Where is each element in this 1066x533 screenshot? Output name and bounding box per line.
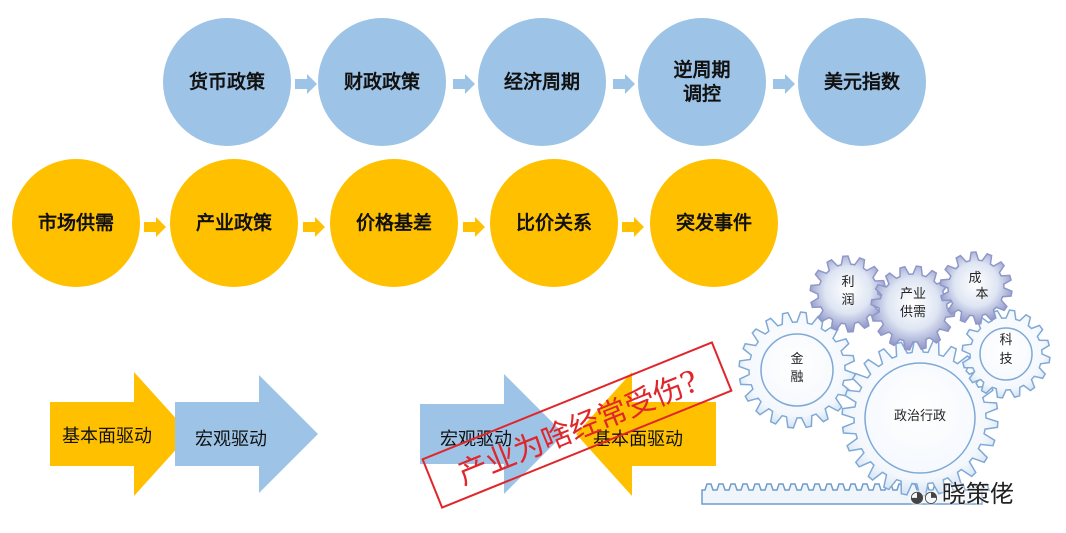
node-sudden-events: 突发事件 (650, 159, 778, 287)
node-economic-cycle: 经济周期 (478, 18, 606, 146)
gear-shape (738, 311, 856, 429)
gear-label-finance-1: 金 (790, 351, 803, 367)
gear-profit (809, 255, 887, 333)
macro-driver-label: 宏观驱动 (195, 429, 267, 450)
gear-technology (961, 309, 1051, 399)
gears-diagram: 利 润 产业 供需 成 本 科 技 金 融 政治行政 (701, 251, 1051, 505)
left-arrows (50, 372, 318, 496)
watermark: ◕◔晓策佬 (910, 480, 1014, 508)
gear-label-tech-2: 技 (999, 352, 1012, 367)
node-monetary-policy: 货币政策 (163, 18, 291, 146)
gear-label-profit-1: 利 (841, 275, 854, 290)
arrow-right-icon (613, 74, 635, 94)
arrow-right-icon (463, 217, 485, 237)
node-market-supply-demand: 市场供需 (12, 159, 140, 287)
gear-hub (760, 333, 834, 407)
gear-label-politics: 政治行政 (894, 409, 946, 424)
fundamental-arrow-shape (50, 372, 190, 496)
node-dollar-index: 美元指数 (798, 18, 926, 146)
node-fiscal-policy: 财政政策 (318, 18, 446, 146)
fundamental-arrow-shape-right (576, 372, 716, 496)
fundamental-driver-label: 基本面驱动 (62, 426, 152, 447)
gear-hub (864, 362, 976, 474)
macro-driver-label-right: 宏观驱动 (440, 429, 512, 450)
arrow-right-icon (453, 74, 475, 94)
gear-shape (939, 251, 1013, 325)
fundamental-driver-label-right: 基本面驱动 (593, 429, 683, 450)
gear-shape (870, 265, 956, 351)
arrow-right-icon (303, 217, 325, 237)
right-arrows (420, 372, 716, 496)
gear-label-profit-2: 润 (841, 293, 854, 308)
macro-arrow-shape (175, 375, 318, 493)
gear-cost (939, 251, 1013, 325)
arrow-right-icon (773, 74, 795, 94)
arrow-right-icon (622, 217, 644, 237)
gear-label-tech-1: 科 (999, 333, 1012, 348)
macro-arrow-shape-right (420, 374, 564, 494)
gear-shape (809, 255, 887, 333)
gear-label-cost-1: 成 (968, 271, 981, 286)
node-price-ratio: 比价关系 (490, 159, 618, 287)
gear-label-finance-2: 融 (790, 370, 803, 385)
node-countercyclical: 逆周期调控 (638, 18, 766, 146)
gear-shape (961, 309, 1051, 399)
gear-label-industry-1: 产业 (900, 287, 926, 302)
node-price-basis: 价格基差 (330, 159, 458, 287)
gear-hub (979, 327, 1033, 381)
gear-rack (701, 483, 991, 505)
gear-finance (738, 311, 856, 429)
gear-politics (841, 339, 999, 497)
wechat-icon: ◕◔ (910, 487, 938, 506)
arrow-right-icon (295, 74, 317, 94)
arrow-right-icon (144, 217, 166, 237)
gear-industry-supply (870, 265, 956, 351)
node-industry-policy: 产业政策 (170, 159, 298, 287)
gear-label-industry-2: 供需 (900, 305, 926, 320)
gear-label-cost-2: 本 (975, 287, 988, 302)
